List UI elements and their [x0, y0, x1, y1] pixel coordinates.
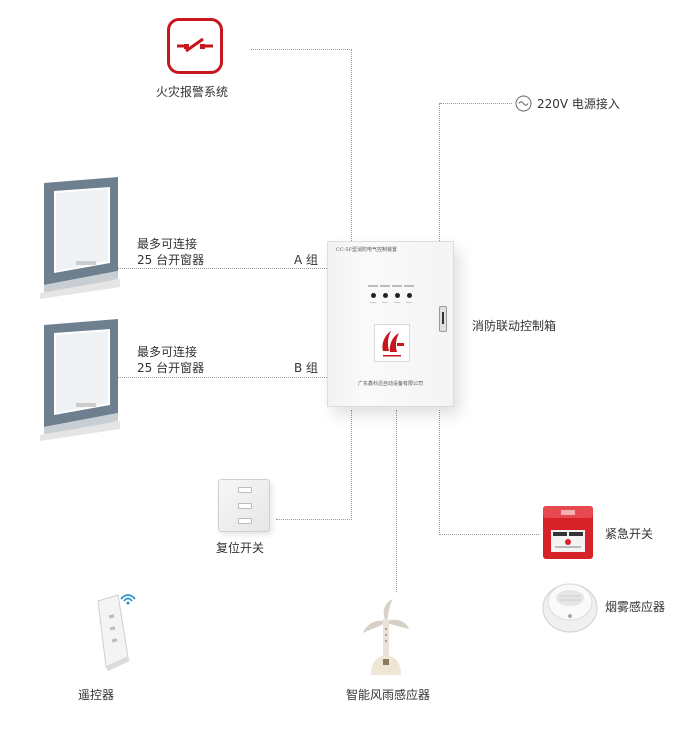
connector-line: [107, 377, 327, 378]
emergency-switch-label: 紧急开关: [605, 527, 654, 541]
connector-line: [439, 410, 440, 535]
wifi-icon: [120, 594, 136, 605]
ac-wave-icon: [515, 95, 532, 112]
switch-icon: [167, 18, 223, 74]
connector-line: [440, 103, 512, 104]
smoke-detector: [542, 583, 598, 633]
connector-line: [439, 534, 539, 535]
connector-line: [396, 410, 397, 592]
window-a-line2: 25 台开窗器: [137, 253, 205, 267]
control-box: CC-5F型消防电气控制装置 广东鑫科迅自动设备有限公司: [327, 241, 454, 407]
connector-line: [107, 268, 327, 269]
connector-line: [276, 519, 352, 520]
reset-switch-label: 复位开关: [216, 541, 265, 555]
connector-line: [351, 410, 352, 520]
indicator-button: [407, 293, 412, 298]
window-opener-b: [40, 319, 120, 441]
connector-line: [351, 49, 352, 241]
window-opener-a: [40, 177, 120, 299]
power-label: 220V 电源接入: [537, 97, 620, 111]
connector-line: [251, 49, 352, 50]
rain-sensor-label: 智能风雨感应器: [346, 688, 431, 702]
indicator-button: [371, 293, 376, 298]
indicator-button: [395, 293, 400, 298]
emergency-switch: [543, 506, 593, 559]
remote-control: [97, 594, 130, 671]
reset-switch: [218, 479, 270, 532]
window-b-line1: 最多可连接: [137, 345, 198, 359]
company-logo: [374, 324, 410, 362]
remote-label: 遥控器: [78, 688, 115, 702]
control-box-label: 消防联动控制箱: [472, 319, 557, 333]
group-b-label: B 组: [294, 361, 319, 375]
fire-alarm-label: 火灾报警系统: [156, 85, 229, 99]
smoke-detector-label: 烟雾感应器: [605, 600, 666, 614]
indicator-button: [383, 293, 388, 298]
control-box-company: 广东鑫科迅自动设备有限公司: [357, 381, 423, 387]
group-a-label: A 组: [294, 253, 319, 267]
window-b-line2: 25 台开窗器: [137, 361, 205, 375]
connector-line: [439, 103, 440, 241]
control-box-title: CC-5F型消防电气控制装置: [336, 247, 397, 253]
rain-sensor: [363, 599, 409, 675]
window-a-line1: 最多可连接: [137, 237, 198, 251]
